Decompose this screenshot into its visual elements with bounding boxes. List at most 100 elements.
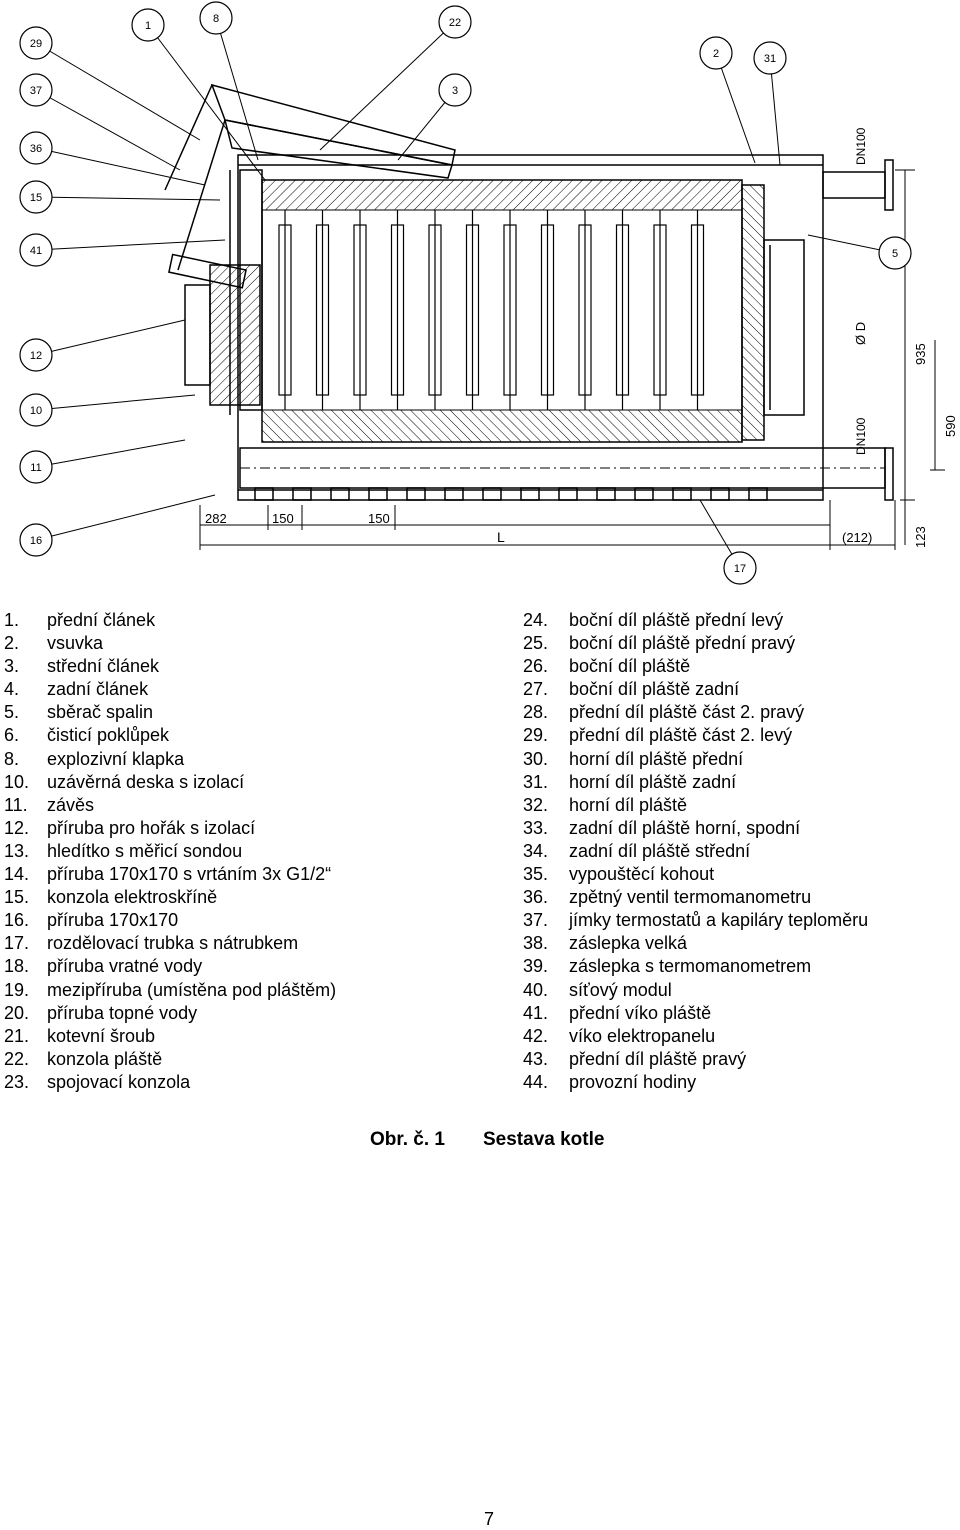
part-number: 10. [4, 771, 30, 792]
part-item: 33.zadní díl pláště horní, spodní [523, 817, 953, 840]
part-item: 2.vsuvka [4, 632, 484, 655]
part-item: 25.boční díl pláště přední pravý [523, 632, 953, 655]
part-number: 1. [4, 610, 20, 630]
part-number: 14. [4, 864, 30, 885]
part-label: rozdělovací trubka s nátrubkem [47, 933, 299, 954]
figure-title: Sestava kotle [483, 1129, 605, 1150]
part-number: 36. [523, 887, 549, 908]
callout-label: 15 [30, 192, 42, 204]
part-item: 28. přední díl pláště část 2. pravý [523, 701, 953, 724]
callout-31: 31 [753, 41, 787, 166]
part-item: 10. uzávěrná deska s izolací [4, 771, 484, 794]
part-item: 16.příruba 170x170 [4, 909, 484, 932]
part-label: zadní článek [47, 679, 149, 700]
part-label: přední díl pláště část 2. pravý [569, 702, 805, 723]
part-number: 34. [523, 840, 549, 861]
part-label: vsuvka [47, 633, 104, 654]
part-label: přední díl pláště část 2. levý [569, 725, 793, 746]
part-item: 29.přední díl pláště část 2. levý [523, 724, 953, 747]
part-item: 13.hledítko s měřicí sondou [4, 840, 484, 863]
part-label: mezipříruba (umístěna pod pláštěm) [47, 979, 337, 1000]
part-number: 5. [4, 702, 20, 723]
part-item: 4. zadní článek [4, 678, 484, 701]
dim-diameter-d: Ø D [853, 322, 868, 345]
part-number: 33. [523, 817, 549, 838]
part-number: 27. [523, 679, 549, 700]
callout-label: 31 [764, 53, 776, 65]
part-item: 30.horní díl pláště přední [523, 748, 953, 771]
part-item: 12.příruba pro hořák s izolací [4, 817, 484, 840]
callout-label: 37 [30, 85, 42, 97]
explosion-flap [164, 83, 456, 289]
part-number: 12. [4, 817, 30, 838]
part-label: záslepka s termomanometrem [569, 956, 812, 977]
part-number: 35. [523, 864, 549, 885]
part-number: 32. [523, 794, 549, 815]
callout-2: 2 [699, 36, 756, 164]
part-item: 23.spojovací konzola [4, 1071, 484, 1094]
part-label: závěs [47, 794, 95, 815]
front-door [184, 169, 263, 415]
callout-36: 36 [19, 131, 206, 186]
part-label: boční díl pláště přední pravý [569, 633, 796, 654]
part-number: 28. [523, 702, 549, 723]
page-number: 7 [484, 1509, 495, 1529]
dn100-top: DN100 [854, 127, 868, 165]
dn100-bottom: DN100 [854, 417, 868, 455]
part-label: víko elektropanelu [569, 1025, 716, 1046]
part-item: 3.střední článek [4, 655, 484, 678]
part-label: čisticí poklůpek [47, 725, 170, 746]
callout-label: 11 [30, 462, 41, 474]
part-item: 6. čisticí poklůpek [4, 724, 484, 747]
part-label: boční díl pláště [569, 656, 691, 677]
part-label: přední víko pláště [569, 1002, 712, 1023]
part-number: 38. [523, 933, 549, 954]
part-item: 22.konzola pláště [4, 1048, 484, 1071]
part-number: 13. [4, 840, 30, 861]
callout-label: 16 [30, 535, 42, 547]
part-label: kotevní šroub [47, 1025, 156, 1046]
callout-5: 5 [807, 234, 912, 270]
part-item: 36.zpětný ventil termomanometru [523, 886, 953, 909]
part-item: 42.víko elektropanelu [523, 1025, 953, 1048]
callout-label: 3 [452, 85, 458, 97]
part-label: příruba 170x170 [47, 910, 179, 931]
part-item: 21.kotevní šroub [4, 1025, 484, 1048]
part-label: příruba vratné vody [47, 956, 203, 977]
part-item: 32.horní díl pláště [523, 794, 953, 817]
part-label: horní díl pláště zadní [569, 771, 737, 792]
callout-label: 8 [213, 13, 219, 25]
part-number: 37. [523, 910, 549, 931]
part-item: 39.záslepka s termomanometrem [523, 955, 953, 978]
part-item: 40.síťový modul [523, 979, 953, 1002]
part-number: 30. [523, 748, 549, 769]
callout-17: 17 [699, 499, 757, 585]
dim-123: 123 [913, 526, 928, 548]
part-item: 38. záslepka velká [523, 932, 953, 955]
boiler-sections [261, 179, 743, 443]
callout-label: 5 [892, 248, 898, 260]
part-label: síťový modul [569, 979, 672, 1000]
part-label: sběrač spalin [47, 702, 154, 723]
part-number: 11. [4, 794, 28, 815]
part-label: konzola elektroskříně [47, 887, 218, 908]
part-number: 26. [523, 656, 549, 677]
part-item: 31.horní díl pláště zadní [523, 771, 953, 794]
part-label: uzávěrná deska s izolací [47, 771, 245, 792]
callout-label: 36 [30, 143, 42, 155]
part-item: 24.boční díl pláště přední levý [523, 609, 953, 632]
part-label: vypouštěcí kohout [569, 864, 715, 885]
part-number: 41. [523, 1002, 549, 1023]
callout-label: 41 [30, 245, 42, 257]
part-item: 41. přední víko pláště [523, 1002, 953, 1025]
part-number: 8. [4, 748, 20, 769]
part-label: jímky termostatů a kapiláry teploměru [569, 910, 869, 931]
part-label: provozní hodiny [569, 1071, 697, 1092]
callout-11: 11 [19, 439, 186, 484]
part-number: 4. [4, 679, 20, 700]
part-number: 6. [4, 725, 20, 746]
part-label: záslepka velká [569, 933, 688, 954]
